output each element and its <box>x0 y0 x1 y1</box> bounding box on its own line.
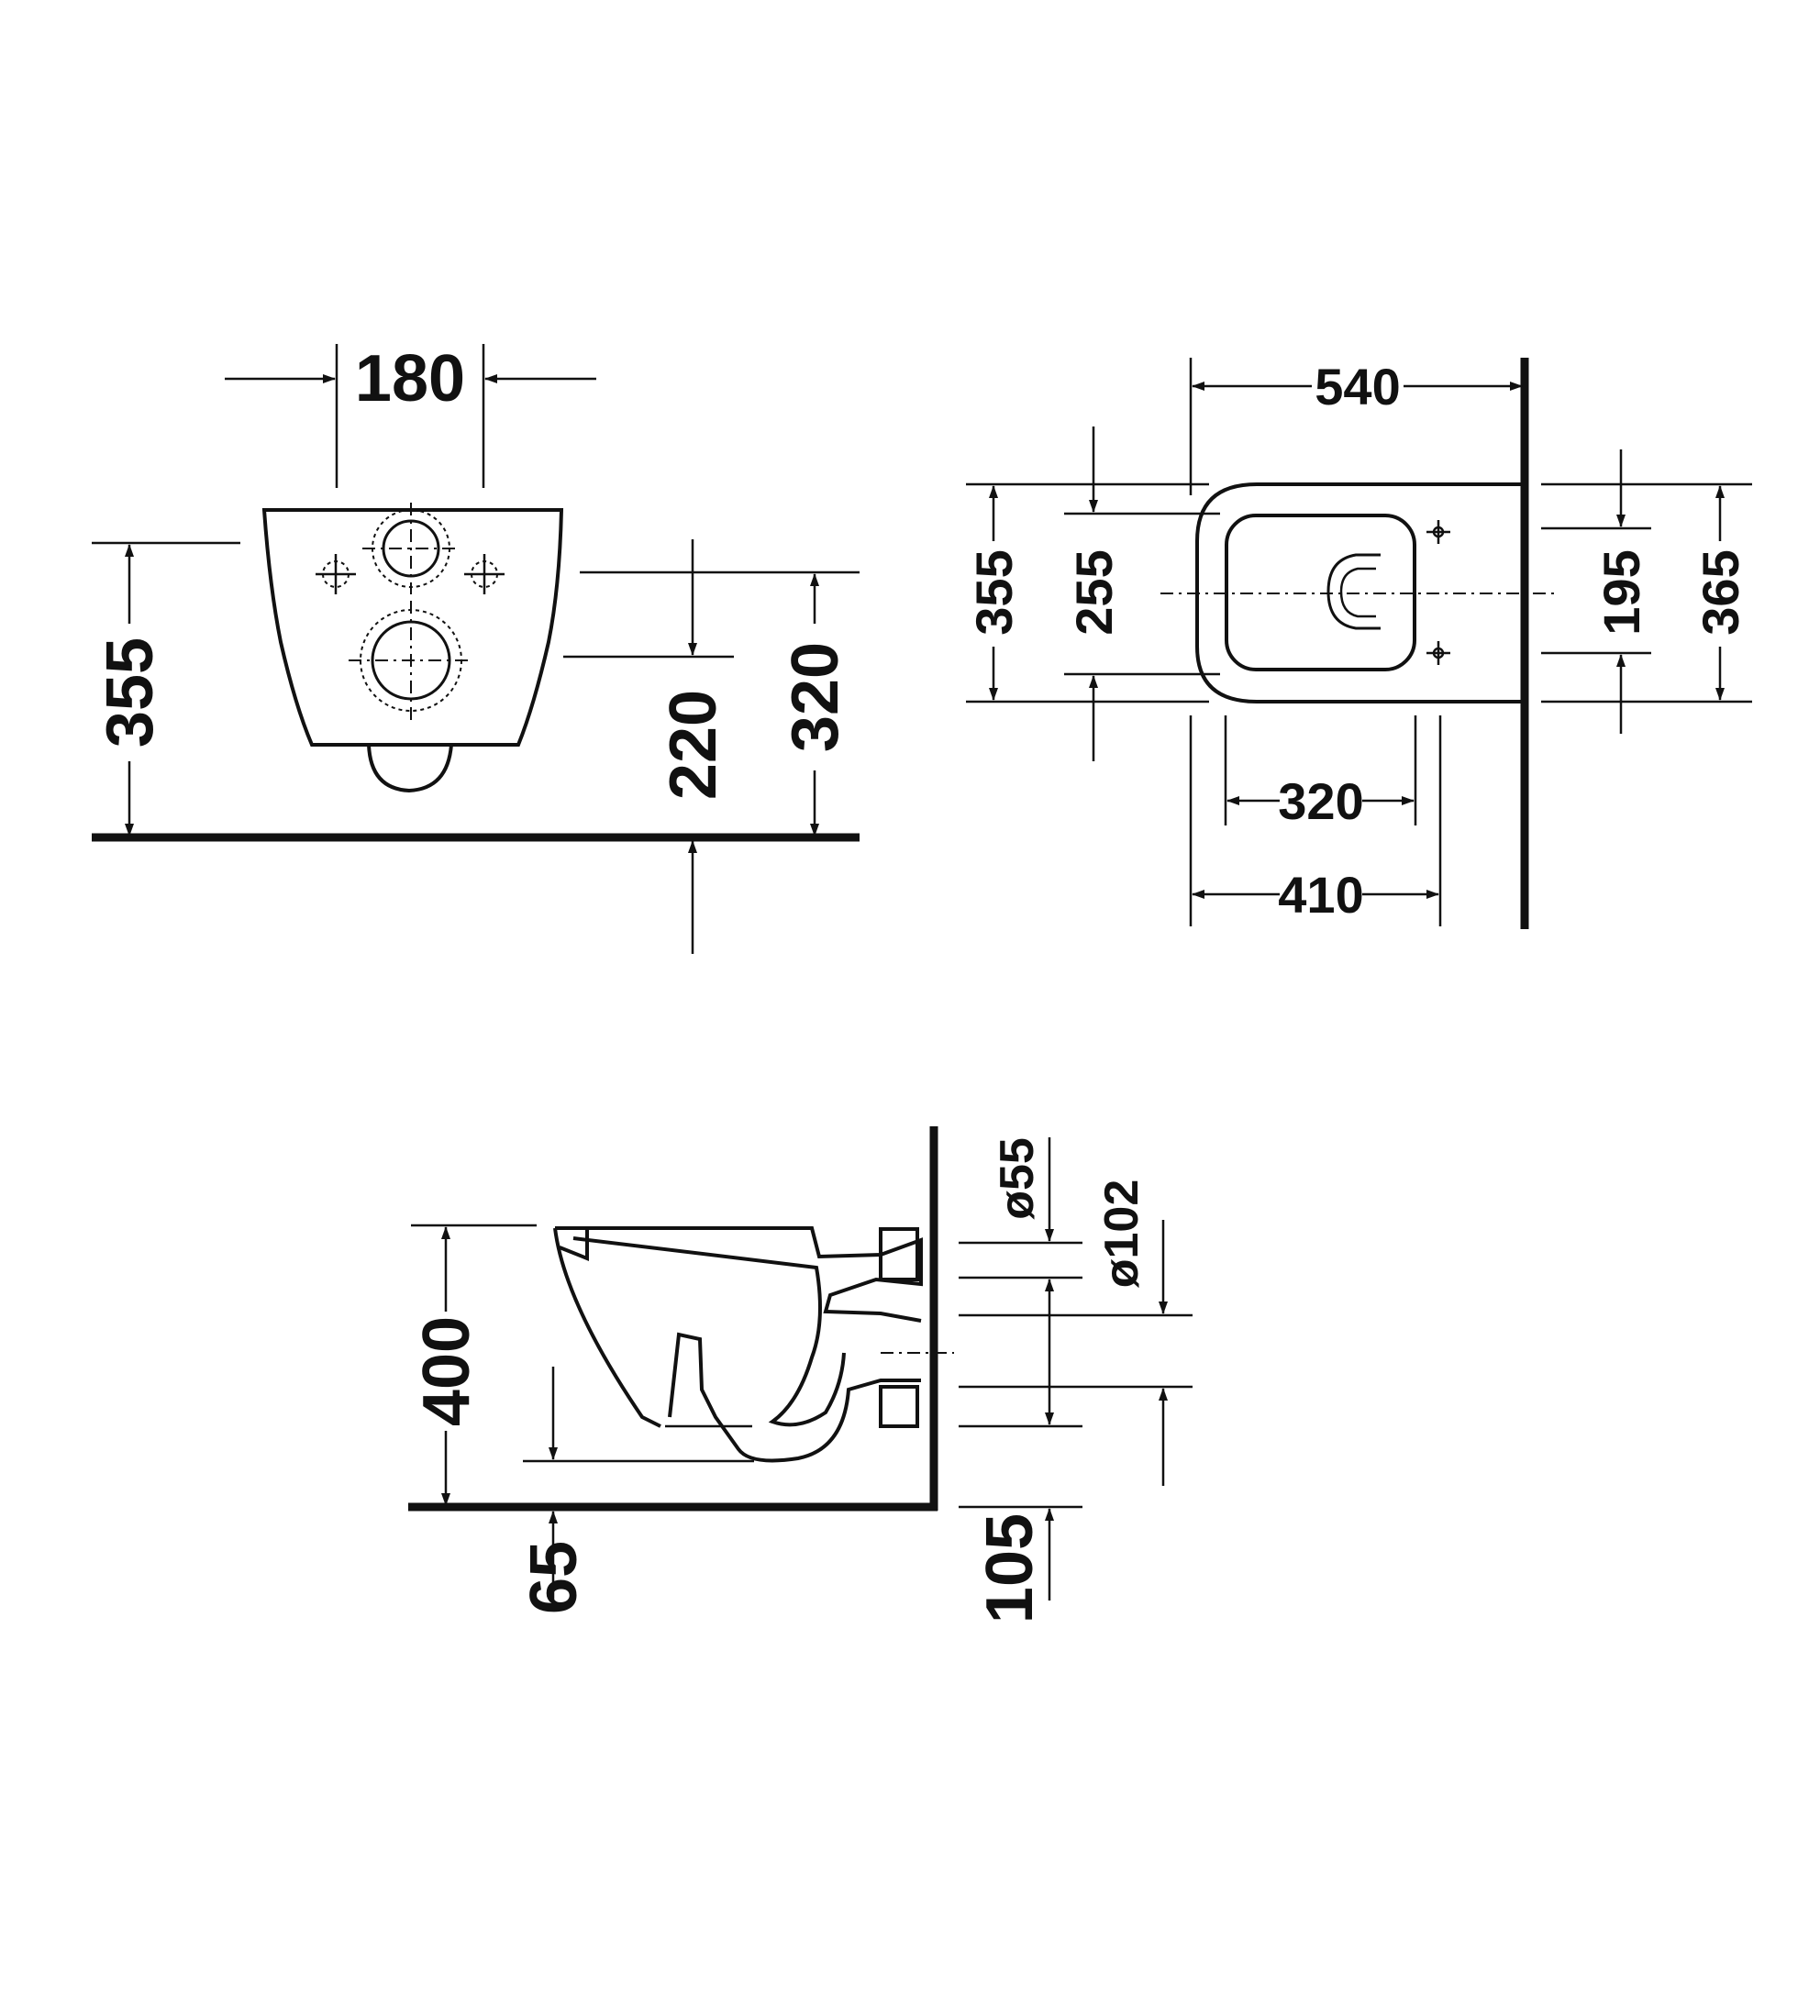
dim-320-plan-label: 320 <box>1278 772 1363 830</box>
side-view: 400 65 ø55 ø102 <box>408 1126 1193 1623</box>
dim-355-front: 355 <box>92 541 240 836</box>
front-bolt-left <box>316 554 356 594</box>
front-outlet <box>367 744 453 793</box>
dim-365: 365 <box>1692 485 1749 701</box>
dim-355-front-label: 355 <box>94 637 167 748</box>
dim-410-label: 410 <box>1278 866 1363 924</box>
plan-view: 540 355 255 195 <box>965 358 1752 929</box>
front-view: 180 355 220 320 <box>92 342 860 954</box>
dim-320-front: 320 <box>580 570 860 836</box>
front-outlet-circle <box>349 601 473 720</box>
dim-320-plan: 320 <box>1226 772 1415 830</box>
dim-d102-label: ø102 <box>1095 1180 1149 1289</box>
dim-540-label: 540 <box>1315 358 1400 415</box>
dim-d55-label: ø55 <box>991 1137 1044 1220</box>
front-inlet-circle <box>362 503 460 594</box>
plan-outlet <box>1326 553 1381 630</box>
dim-220: 220 <box>563 539 734 954</box>
plan-fixing-top <box>1426 520 1450 544</box>
plan-fixing-bottom <box>1426 641 1450 665</box>
dim-540: 540 <box>1189 358 1523 495</box>
front-bolt-right <box>464 554 505 594</box>
dim-d102: ø102 <box>1095 1180 1168 1486</box>
dim-195-label: 195 <box>1592 549 1650 635</box>
dim-65: 65 <box>517 1367 754 1614</box>
dim-410: 410 <box>1192 866 1439 924</box>
dim-320-front-label: 320 <box>779 642 852 752</box>
dim-400-label: 400 <box>410 1316 483 1426</box>
dim-65-label: 65 <box>517 1541 591 1614</box>
dim-355-plan: 355 <box>965 485 1023 701</box>
dim-105-label: 105 <box>973 1513 1047 1623</box>
dim-255: 255 <box>1065 426 1123 761</box>
dim-180: 180 <box>225 342 596 488</box>
dim-220-label: 220 <box>657 690 730 800</box>
dim-180-label: 180 <box>355 342 465 415</box>
side-rim <box>559 1229 589 1261</box>
side-outlet-top <box>879 1227 919 1281</box>
dim-d55: ø55 <box>991 1137 1054 1348</box>
dim-195: 195 <box>1592 449 1650 734</box>
plan-outlet-inner <box>1339 567 1376 618</box>
dim-255-label: 255 <box>1065 549 1123 635</box>
side-outlet-bottom <box>879 1385 919 1428</box>
dim-400: 400 <box>410 1224 537 1506</box>
front-bowl-outline <box>261 508 564 747</box>
dim-355-plan-label: 355 <box>965 549 1023 635</box>
side-trap <box>572 1236 846 1427</box>
dim-105: 105 <box>973 1348 1054 1623</box>
dim-365-label: 365 <box>1692 549 1749 635</box>
side-bowl-outline <box>553 1226 923 1463</box>
